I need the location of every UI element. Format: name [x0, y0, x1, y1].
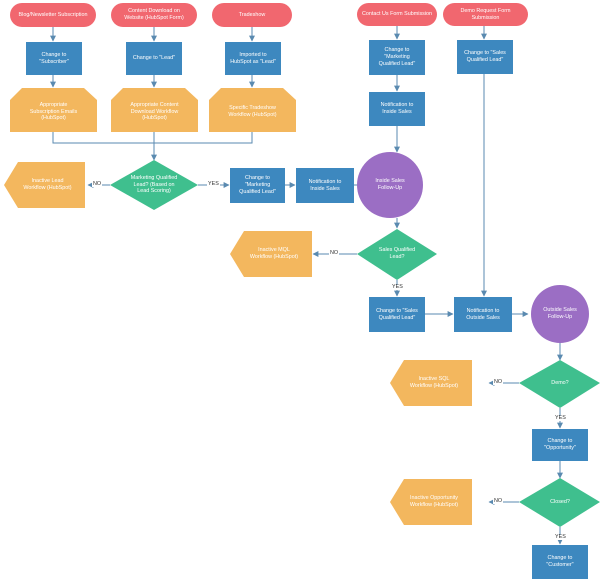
step-sql-change-shape: [369, 297, 425, 332]
edge-label-sql-yes: YES: [391, 284, 404, 291]
step-notify-inside-top-shape: [369, 92, 425, 126]
step-customer-shape: [532, 545, 588, 579]
source-tradeshow-shape: [212, 3, 292, 27]
workflow-inactive-lead-shape: [4, 162, 85, 208]
edge-label-closed-no: NO: [493, 498, 504, 505]
edge-label-sql-no: NO: [329, 250, 340, 257]
decision-demo-shape: [519, 360, 600, 408]
source-contact-shape: [357, 3, 437, 26]
edge-label-mql-no: NO: [92, 181, 103, 188]
step-mql-change-shape: [230, 168, 285, 203]
followup-outside-shape: [531, 285, 589, 343]
workflow-inactive-mql-shape: [230, 231, 312, 277]
step-lead-shape: [126, 42, 182, 75]
step-imported-shape: [225, 42, 281, 75]
step-notify-outside-shape: [454, 297, 512, 332]
step-opportunity-shape: [532, 429, 588, 461]
step-notify-inside-shape: [296, 168, 354, 203]
workflow-content-shape: [111, 88, 198, 132]
decision-closed-shape: [519, 478, 600, 527]
decision-mql-shape: [110, 160, 198, 210]
decision-sql-shape: [357, 229, 437, 280]
workflow-subscription-shape: [10, 88, 97, 132]
connector: [52, 132, 253, 144]
workflow-inactive-sql-shape: [390, 360, 472, 406]
edge-label-mql-yes: YES: [207, 181, 220, 188]
workflow-inactive-opportunity-shape: [390, 479, 472, 525]
workflow-tradeshow-shape: [209, 88, 296, 132]
source-blog-shape: [10, 3, 96, 27]
edge-label-demo-yes: YES: [554, 415, 567, 422]
step-contact-mql-shape: [369, 40, 425, 75]
edge-label-demo-no: NO: [493, 379, 504, 386]
step-subscriber-shape: [26, 42, 82, 75]
step-demo-sql-shape: [457, 40, 513, 74]
followup-inside-shape: [357, 152, 423, 218]
source-demo-shape: [443, 3, 528, 26]
source-content-shape: [111, 3, 197, 27]
edge-label-closed-yes: YES: [554, 534, 567, 541]
